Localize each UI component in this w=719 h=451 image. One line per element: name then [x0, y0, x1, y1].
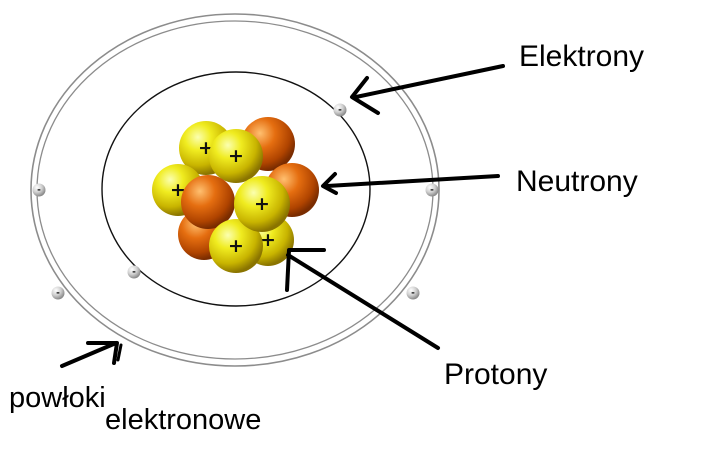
proton: + [209, 129, 263, 183]
arrow-to-neutron [325, 174, 500, 188]
shell-tick [116, 343, 123, 362]
label-electron-shells-line1: powłoki [9, 382, 106, 414]
proton-charge-sign: + [228, 235, 244, 257]
label-electrons: Elektrony [519, 40, 645, 73]
electron: - [333, 103, 347, 117]
outer-electron-shell [30, 13, 440, 367]
electron: - [425, 183, 439, 197]
proton: + [209, 219, 263, 273]
label-neutrons: Neutrony [516, 165, 638, 198]
arrow-to-proton [286, 253, 440, 350]
label-electron-shells-line2: elektronowe [105, 404, 262, 436]
electron-charge-sign: - [132, 268, 136, 278]
electron-charge-sign: - [56, 289, 60, 299]
proton-charge-sign: + [228, 145, 244, 167]
arrow-to-neutron-head [321, 172, 338, 195]
electron-charge-sign: - [411, 289, 415, 299]
electron: - [32, 183, 46, 197]
neutron [181, 175, 235, 229]
electron: - [127, 265, 141, 279]
arrow-to-shell-head [86, 341, 119, 365]
arrow-to-electron [354, 64, 505, 99]
proton-charge-sign: + [254, 193, 270, 215]
electron: - [51, 286, 65, 300]
arrow-to-electron-head [350, 76, 380, 115]
electron-charge-sign: - [430, 186, 434, 196]
label-protons: Protony [444, 358, 548, 391]
nucleus: ++++++ [152, 117, 319, 273]
inner-electron-shell [101, 71, 371, 307]
arrow-to-shell [60, 341, 118, 368]
arrow-to-proton-head [285, 248, 326, 292]
electron-charge-sign: - [338, 106, 342, 116]
arrows [60, 64, 505, 368]
electron-charge-sign: - [37, 186, 41, 196]
proton: + [234, 176, 290, 232]
proton-charge-sign: + [260, 229, 276, 251]
electron: - [406, 286, 420, 300]
electrons: - - - - - - [32, 103, 439, 300]
